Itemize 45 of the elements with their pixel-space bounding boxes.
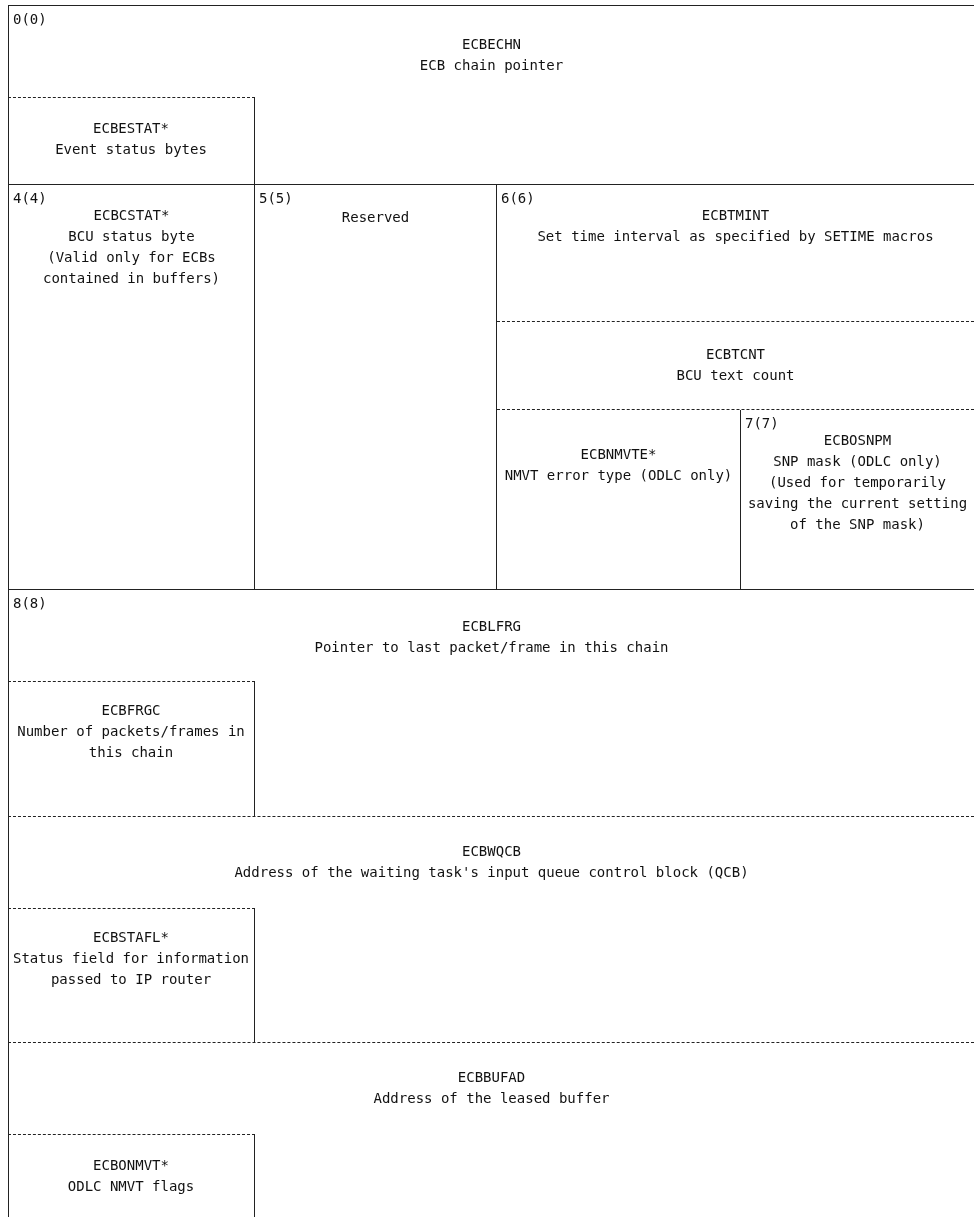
field-description: BCU status byte: [67, 227, 196, 246]
offset-label: 8(8): [13, 594, 47, 613]
field-description: ECB chain pointer: [418, 56, 565, 75]
offset-label: 6(6): [501, 189, 535, 208]
field-description: Address of the waiting task's input queue control block (QCB): [233, 863, 750, 882]
field-description: Set time interval as specified by SETIME macros: [536, 227, 935, 246]
field-name: ECBCSTAT*: [92, 206, 171, 225]
field-description: NMVT error type (ODLC only): [503, 466, 734, 485]
field-cell: [8, 185, 255, 590]
field-box: [8, 908, 255, 1043]
field-cell: [8, 590, 974, 817]
offset-label: 7(7): [745, 414, 779, 433]
field-description: Number of packets/frames in this chain: [16, 722, 246, 762]
field-description: (Valid only for ECBs contained in buffers): [42, 248, 221, 288]
field-box: [8, 97, 255, 185]
field-name: ECBTMINT: [700, 206, 771, 225]
field-description: Pointer to last packet/frame in this chain: [313, 638, 670, 657]
field-name: ECBESTAT*: [92, 119, 170, 138]
field-name: ECBTCNT: [705, 345, 766, 364]
field-description: SNP mask (ODLC only): [772, 452, 943, 471]
field-name: ECBFRGC: [100, 701, 162, 720]
field-name: ECBNMVTE*: [579, 445, 658, 464]
field-cell: [255, 185, 497, 590]
offset-label: 4(4): [13, 189, 47, 208]
field-name: ECBONMVT*: [92, 1156, 170, 1175]
field-cell: [8, 5, 974, 185]
field-name: ECBSTAFL*: [92, 928, 170, 947]
field-description: BCU text count: [675, 366, 796, 385]
field-name: ECBBUFAD: [456, 1068, 527, 1087]
field-cell: [497, 410, 741, 590]
field-description: Address of the leased buffer: [372, 1089, 611, 1108]
field-description: ODLC NMVT flags: [66, 1177, 196, 1196]
offset-label: 5(5): [259, 189, 293, 208]
field-name: ECBOSNPM: [822, 431, 893, 450]
field-name: ECBECHN: [461, 35, 522, 54]
field-box: [8, 1134, 255, 1217]
field-name: Reserved: [340, 208, 411, 227]
field-box: [8, 681, 255, 817]
field-description: Event status bytes: [54, 140, 208, 159]
offset-label: 0(0): [13, 10, 47, 29]
field-description: Status field for information passed to IP router: [12, 949, 250, 989]
field-cell: [8, 817, 974, 1043]
field-name: ECBLFRG: [461, 617, 522, 636]
field-name: ECBWQCB: [461, 842, 522, 861]
field-description: (Used for temporarily saving the current setting of the SNP mask): [746, 473, 969, 534]
